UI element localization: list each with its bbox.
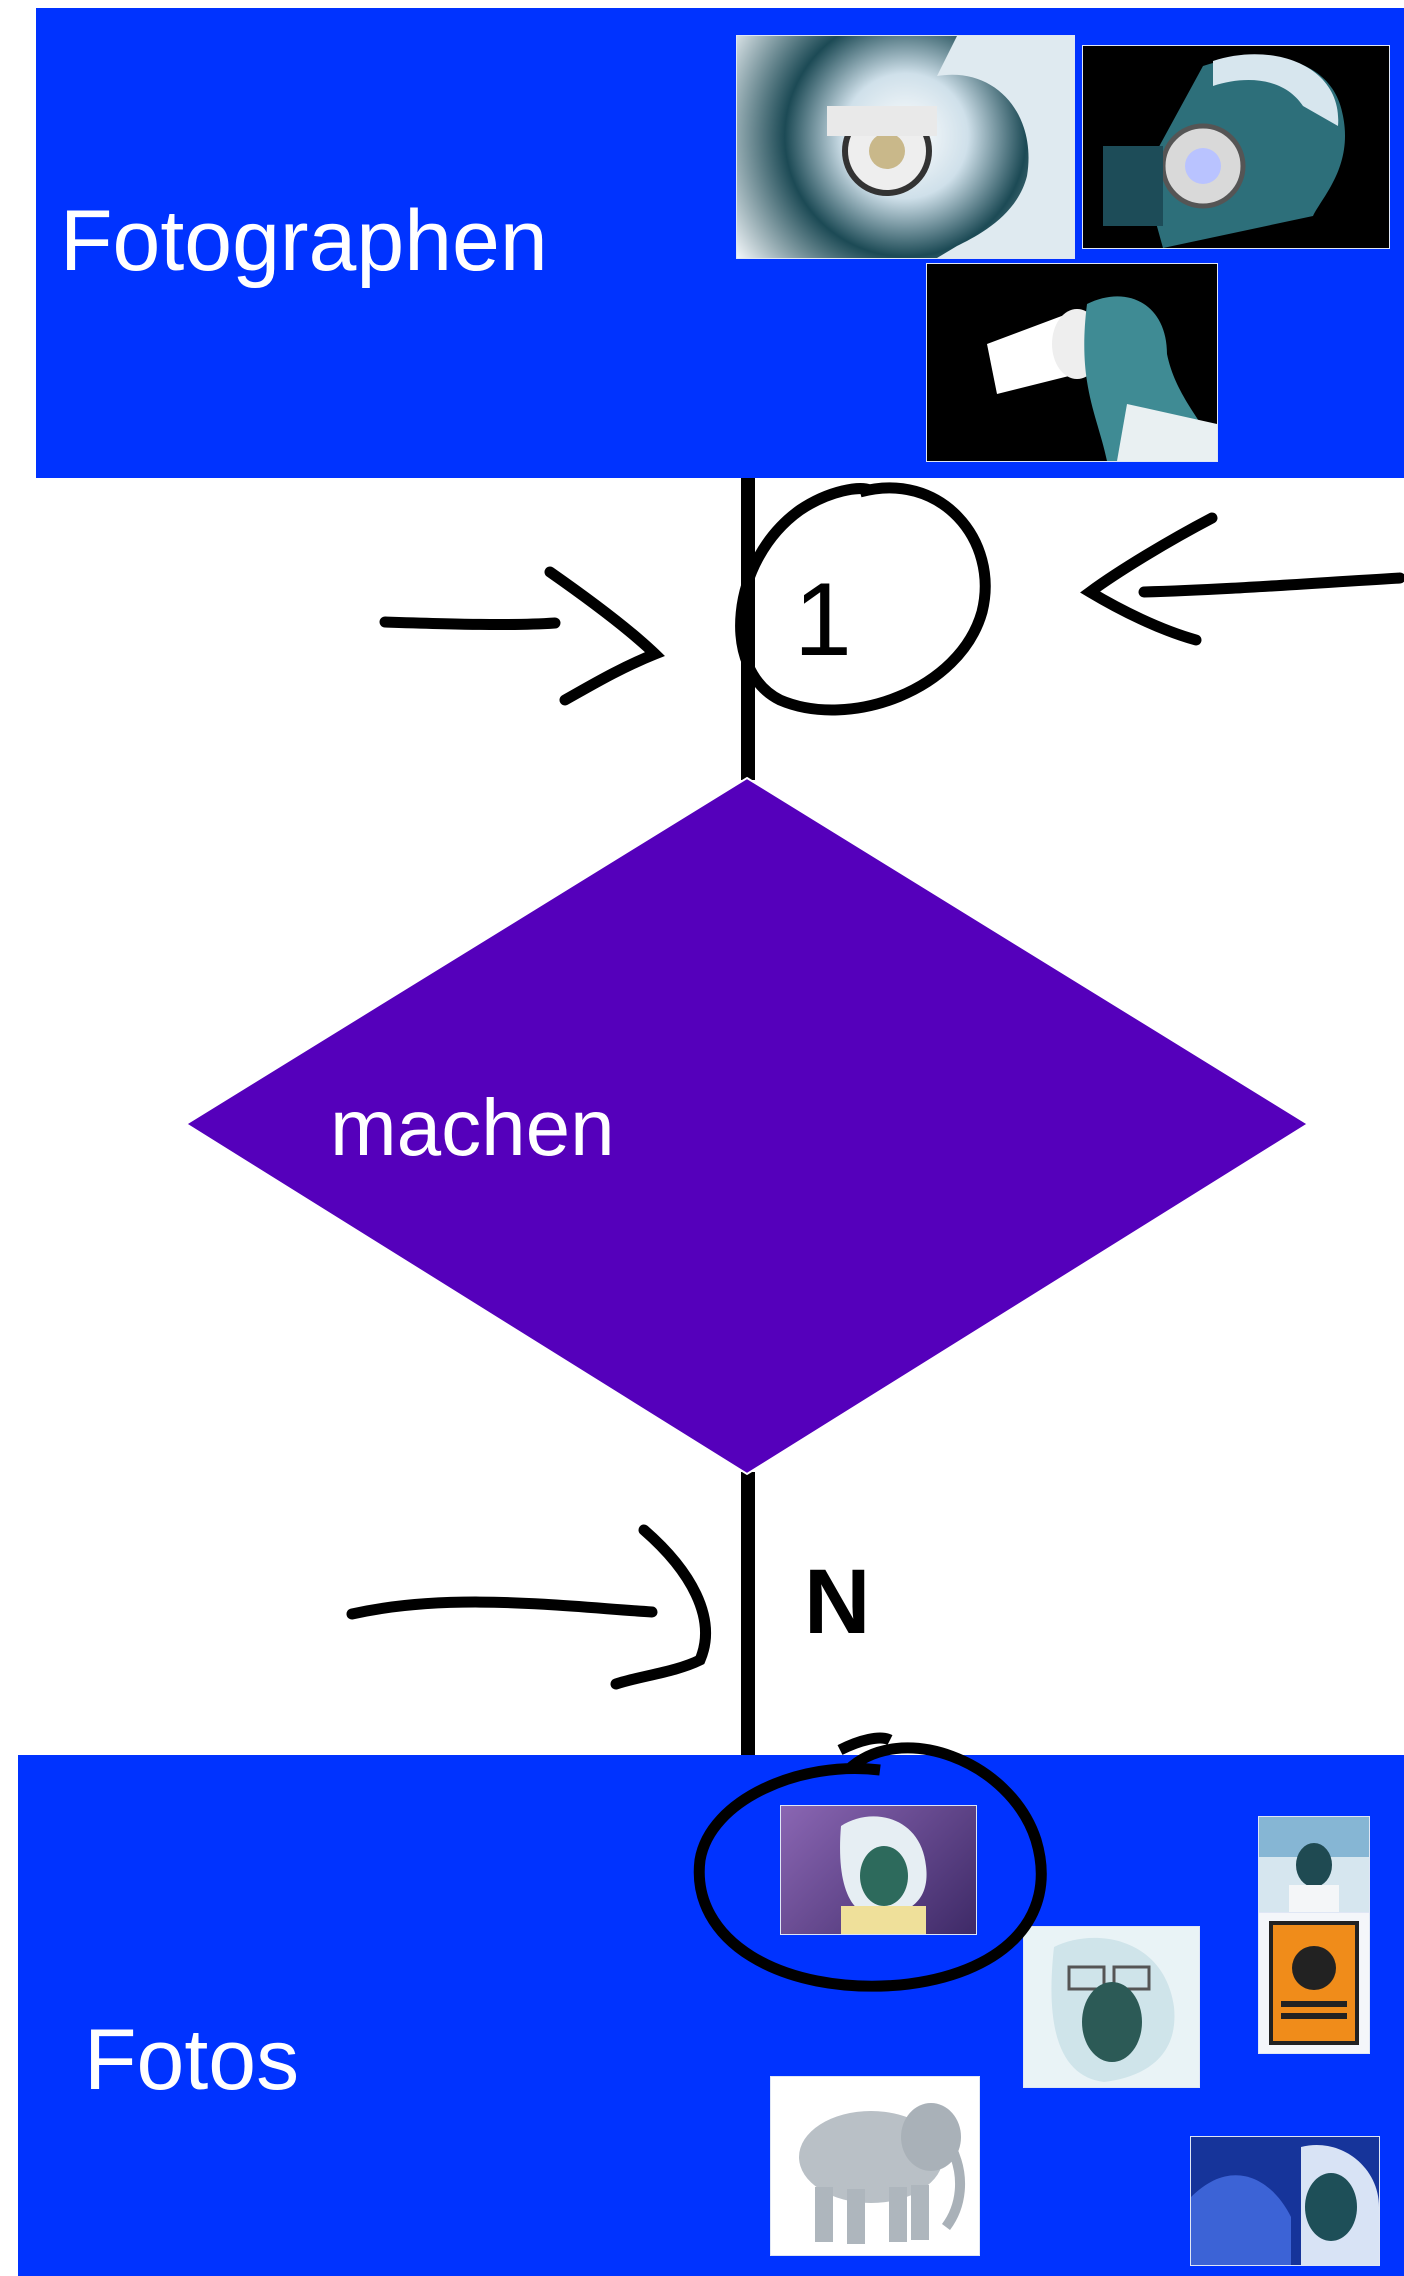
entity-label-fotos: Fotos bbox=[84, 2012, 300, 2108]
cardinality-top: 1 bbox=[794, 562, 852, 678]
photo-portrait-4 bbox=[1190, 2136, 1380, 2266]
photographer-photo-2 bbox=[1082, 45, 1390, 249]
entity-label-fotographen: Fotographen bbox=[60, 193, 548, 289]
handwritten-arrow-left-bottom bbox=[346, 1596, 658, 1620]
photo-portrait-2 bbox=[1023, 1926, 1200, 2088]
handwritten-arrow-left-top bbox=[379, 616, 561, 631]
photo-portrait-3 bbox=[1258, 1816, 1370, 1914]
photo-elephant bbox=[770, 2076, 980, 2256]
photo-sign bbox=[1258, 1912, 1370, 2054]
cardinality-bottom: N bbox=[804, 1551, 871, 1653]
photographer-photo-1 bbox=[736, 35, 1075, 259]
relationship-label: machen bbox=[330, 1083, 615, 1172]
photo-portrait-1 bbox=[780, 1805, 977, 1935]
relationship-diamond bbox=[184, 776, 1310, 1476]
handwritten-circle-1 bbox=[735, 482, 991, 716]
photographer-photo-3 bbox=[926, 263, 1218, 462]
handwritten-arrow-right-top bbox=[1138, 572, 1404, 598]
